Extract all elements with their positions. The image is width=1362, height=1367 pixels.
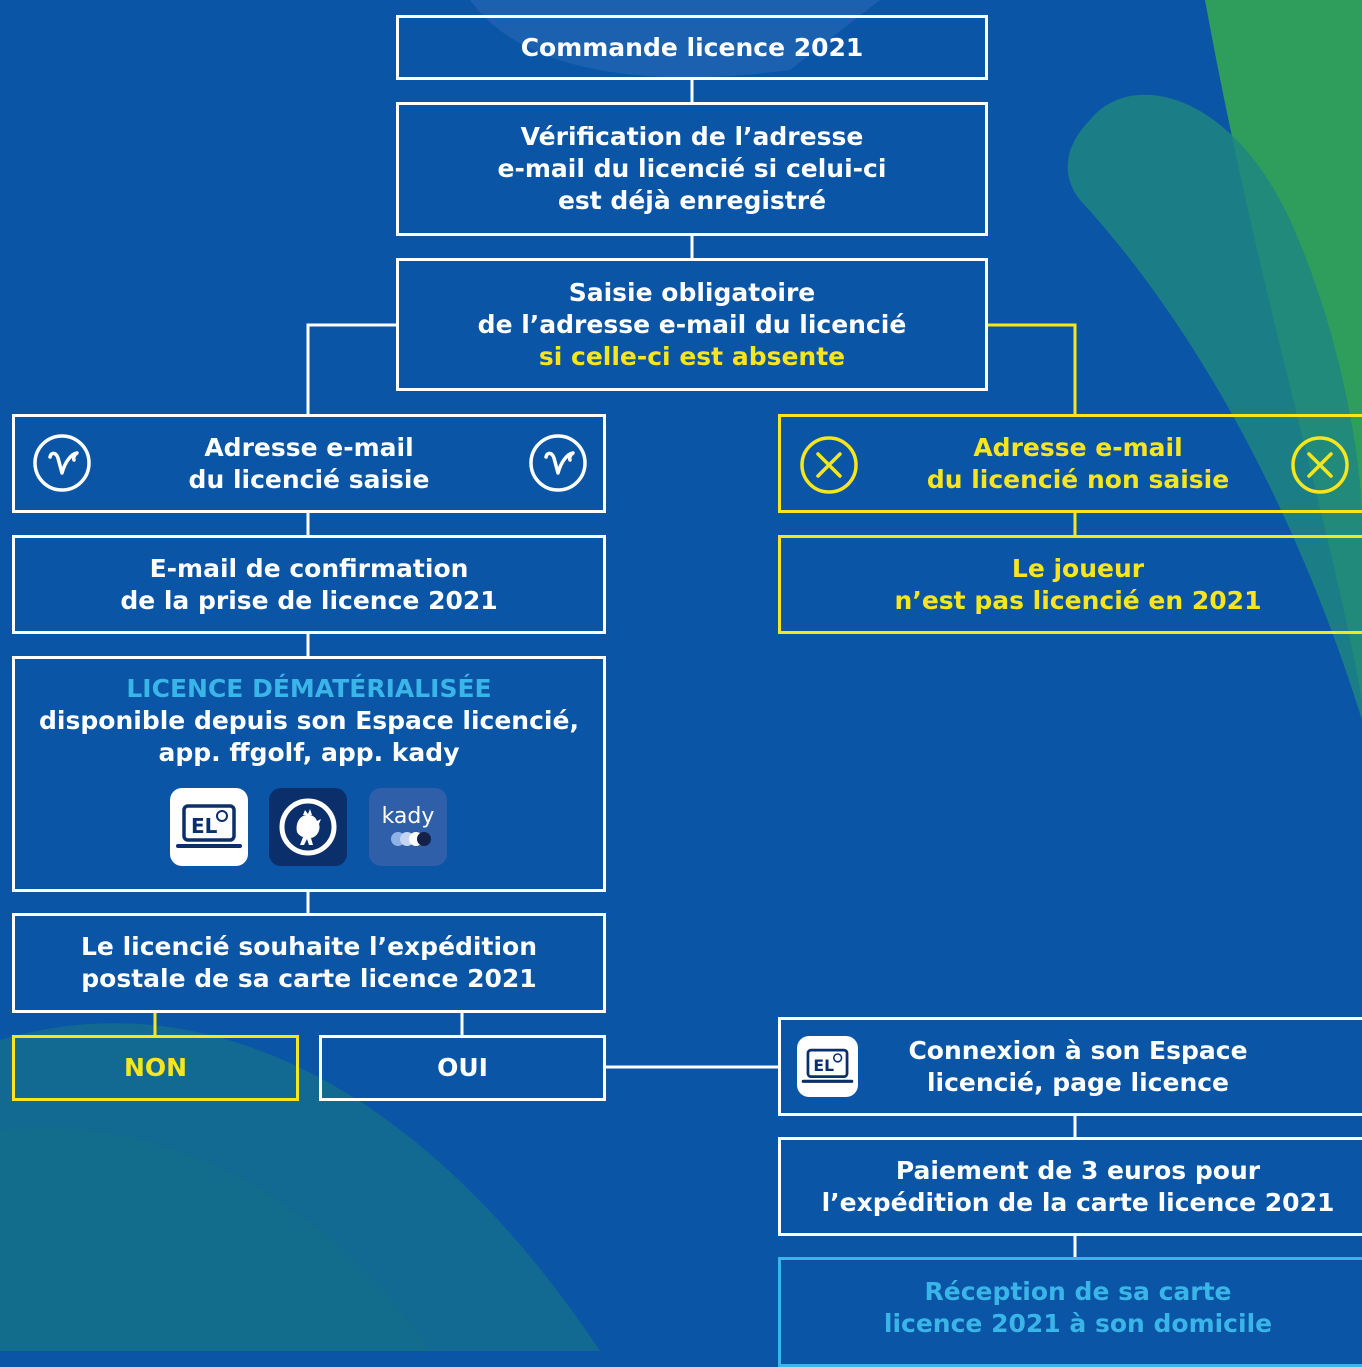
mandatory-box: Saisie obligatoire de l’adresse e-mail d… [396,258,988,391]
digital-licence-box: LICENCE DÉMATÉRIALISÉE disponible depuis… [12,656,606,892]
digital-licence-line-1: disponible depuis son Espace licencié, [39,706,579,735]
kady-label: kady [382,804,435,829]
postal-line-1: Le licencié souhaite l’expédition [80,932,537,961]
email-not-entered-line-1: Adresse e-mail [973,432,1183,462]
confirmation-line-1: E-mail de confirmation [149,553,469,583]
espace-licencie-icon: EL [170,788,248,866]
email-entered-box: Adresse e-mail du licencié saisie [12,414,606,513]
espace-label: EL [191,814,218,838]
check-circle-icon [33,434,91,492]
not-licensed-line-1: Le joueur [1011,553,1145,583]
email-not-entered-line-2: du licencié non saisie [926,464,1230,494]
connect-line-1: Connexion à son Espace [908,1035,1248,1065]
payment-box: Paiement de 3 euros pour l’expédition de… [778,1137,1362,1236]
order-box: Commande licence 2021 [396,15,988,80]
postal-box: Le licencié souhaite l’expédition postal… [12,913,606,1013]
reception-box: Réception de sa carte licence 2021 à son… [778,1257,1362,1367]
payment-line-1: Paiement de 3 euros pour [895,1155,1261,1185]
espace-licencie-icon: EL [797,1036,858,1097]
close-circle-icon [1291,436,1349,494]
digital-licence-title: LICENCE DÉMATÉRIALISÉE [126,674,492,703]
verify-line-3: est déjà enregistré [557,186,827,215]
not-licensed-box: Le joueur n’est pas licencié en 2021 [778,535,1362,634]
yes-box: OUI [319,1035,606,1101]
close-circle-icon [800,436,858,494]
connect-line-2: licencié, page licence [926,1067,1230,1097]
check-circle-icon [529,434,587,492]
verify-line-2: e-mail du licencié si celui-ci [497,154,887,183]
verify-line-1: Vérification de l’adresse [520,122,864,151]
no-label: NON [123,1053,188,1082]
mandatory-line-1: Saisie obligatoire [568,277,816,307]
no-box: NON [12,1035,299,1101]
email-entered-line-1: Adresse e-mail [204,432,414,462]
mandatory-line-2: de l’adresse e-mail du licencié [477,309,907,339]
verify-box: Vérification de l’adresse e-mail du lice… [396,102,988,236]
reception-line-1: Réception de sa carte [924,1277,1232,1306]
email-entered-line-2: du licencié saisie [188,464,430,494]
digital-licence-line-2: app. ffgolf, app. kady [158,738,460,767]
email-not-entered-box: Adresse e-mail du licencié non saisie [778,414,1362,513]
payment-line-2: l’expédition de la carte licence 2021 [821,1187,1335,1217]
yes-label: OUI [437,1053,488,1082]
connect-box: Connexion à son Espace licencié, page li… [778,1017,1362,1116]
ffgolf-rooster-icon [269,788,347,866]
not-licensed-line-2: n’est pas licencié en 2021 [894,585,1262,615]
reception-line-2: licence 2021 à son domicile [883,1309,1273,1338]
postal-line-2: postale de sa carte licence 2021 [81,964,537,993]
confirmation-line-2: de la prise de licence 2021 [120,585,498,615]
kady-app-icon: kady [369,788,447,866]
confirmation-box: E-mail de confirmation de la prise de li… [12,535,606,634]
order-label: Commande licence 2021 [520,32,864,62]
mandatory-highlight: si celle-ci est absente [538,341,846,371]
espace-label: EL [813,1056,834,1075]
